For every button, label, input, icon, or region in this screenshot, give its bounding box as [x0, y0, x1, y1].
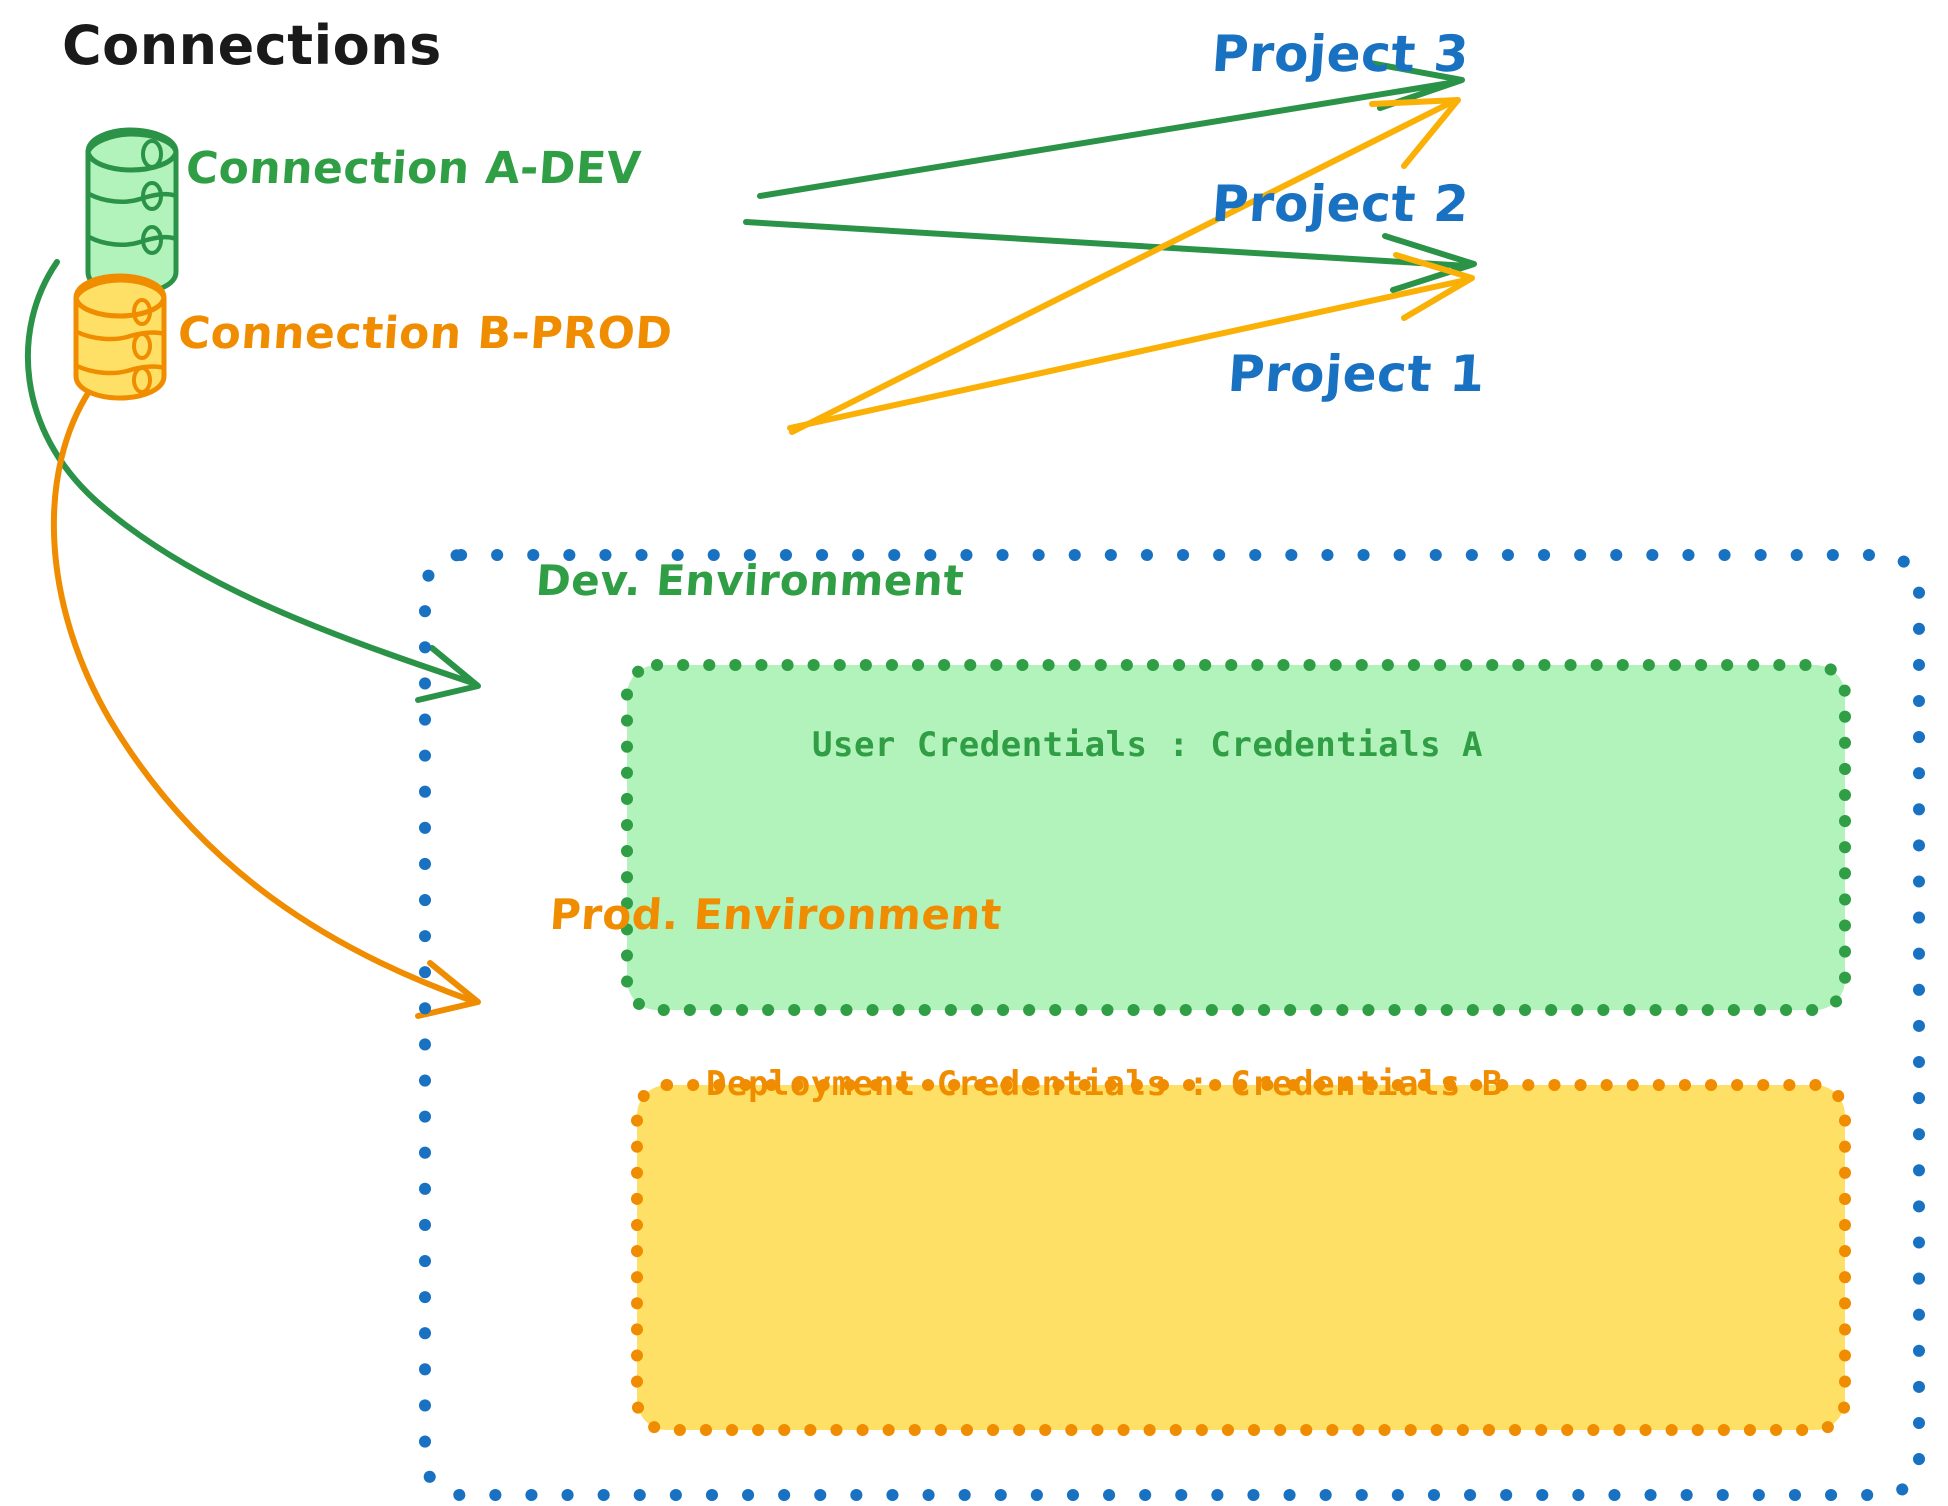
- project-3-label[interactable]: Project 3: [1209, 25, 1471, 83]
- dev-environment-box[interactable]: [621, 659, 1851, 1016]
- prod-environment-box[interactable]: [631, 1079, 1851, 1436]
- arrow-connB-to-prod-environment: [50, 387, 481, 1019]
- prod-environment-title: Prod. Environment: [548, 890, 1004, 939]
- project-2-label[interactable]: Project 2: [1209, 175, 1471, 233]
- arrow-connA-to-project3: [757, 60, 1465, 199]
- arrow-connB-to-project2: [787, 252, 1475, 431]
- connection-b-prod-label[interactable]: Connection B-PROD: [176, 308, 675, 359]
- project-1-label[interactable]: Project 1: [1225, 345, 1487, 403]
- dev-environment-title: Dev. Environment: [534, 556, 966, 605]
- project1-dotted-container: [419, 549, 1925, 1501]
- database-cylinder-icon-orange[interactable]: [73, 273, 167, 401]
- arrow-connB-to-project3: [789, 97, 1461, 435]
- page-title: Connections: [62, 14, 442, 77]
- database-cylinder-icon-green[interactable]: [85, 127, 179, 297]
- connection-a-dev-label[interactable]: Connection A-DEV: [184, 143, 643, 194]
- arrow-connA-to-project2: [743, 219, 1477, 293]
- prod-environment-credentials: Deployment Credentials : Credentials B: [706, 1064, 1503, 1104]
- dev-environment-credentials: User Credentials : Credentials A: [812, 725, 1484, 765]
- arrow-connA-to-dev-environment: [24, 259, 481, 703]
